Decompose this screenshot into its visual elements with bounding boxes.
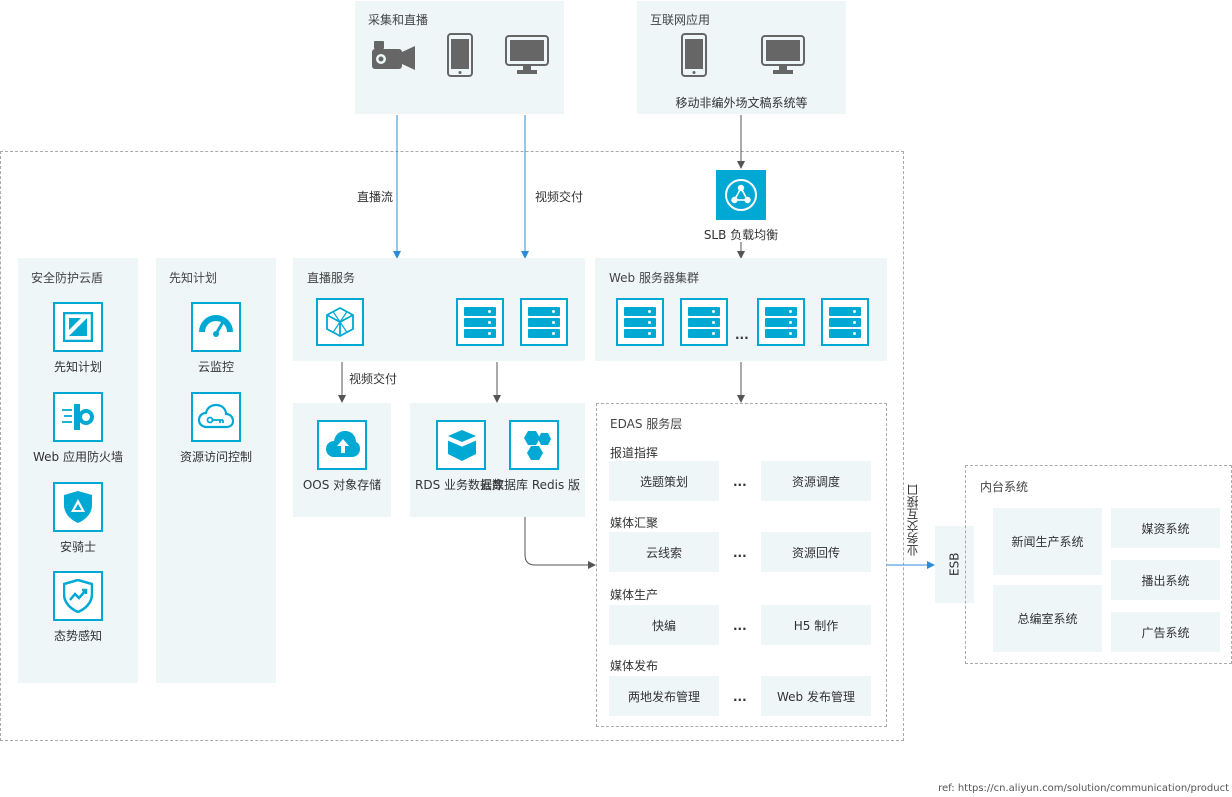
security-panel: 安全防护云盾 先知计划 Web 应用防火墙 安骑士 bbox=[18, 258, 138, 683]
oos-label: OOS 对象存储 bbox=[302, 478, 382, 492]
web-cluster-title: Web 服务器集群 bbox=[609, 271, 699, 285]
video-delivery-label: 视频交付 bbox=[535, 190, 584, 204]
mobile-phone-icon bbox=[447, 33, 473, 77]
edas-ellipsis: ... bbox=[733, 619, 747, 633]
edas-item-left: 云线索 bbox=[609, 532, 719, 572]
internal-system: 新闻生产系统 bbox=[993, 508, 1102, 575]
rds-label: RDS 业务数据库 bbox=[415, 478, 505, 492]
security-item-label: 安骑士 bbox=[59, 540, 96, 554]
edas-panel: EDAS 服务层 报道指挥 选题策划 ... 资源调度 媒体汇聚 云线索 ...… bbox=[596, 403, 887, 727]
video-camera-icon bbox=[372, 41, 415, 70]
edas-ellipsis: ... bbox=[733, 546, 747, 560]
security-title: 安全防护云盾 bbox=[31, 271, 104, 285]
web-cluster-panel: Web 服务器集群 ... bbox=[595, 258, 887, 361]
edas-group-title: 媒体汇聚 bbox=[610, 516, 659, 530]
internal-system: 媒资系统 bbox=[1111, 508, 1220, 548]
cloud-key-icon bbox=[191, 392, 241, 442]
desktop-monitor-icon bbox=[761, 35, 805, 74]
gauge-icon bbox=[191, 302, 241, 352]
xianzhi-panel: 先知计划 云监控 资源访问控制 bbox=[156, 258, 276, 683]
server-icon bbox=[520, 298, 568, 346]
edas-title: EDAS 服务层 bbox=[610, 417, 683, 431]
firewall-icon bbox=[53, 392, 103, 442]
edas-item-right: 资源回传 bbox=[761, 532, 871, 572]
arrow-db-to-edas bbox=[524, 517, 596, 569]
edas-item-left: 选题策划 bbox=[609, 461, 719, 501]
edas-item-right: Web 发布管理 bbox=[761, 676, 871, 716]
edas-item-left: 两地发布管理 bbox=[609, 676, 719, 716]
edas-item-right: H5 制作 bbox=[761, 605, 871, 645]
web-cluster-ellipsis: ... bbox=[735, 328, 749, 342]
security-item-label: 先知计划 bbox=[53, 360, 102, 374]
cloud-boundary bbox=[0, 151, 904, 741]
mobile-phone-icon bbox=[681, 33, 707, 77]
edas-ellipsis: ... bbox=[733, 475, 747, 489]
redis-label: 云数据库 Redis 版 bbox=[480, 478, 581, 492]
desktop-monitor-icon bbox=[505, 35, 549, 74]
internet-title: 互联网应用 bbox=[650, 13, 711, 27]
slb-label: SLB 负载均衡 bbox=[703, 228, 779, 242]
slash-square-icon bbox=[53, 302, 103, 352]
db-panel: RDS 业务数据库 云数据库 Redis 版 bbox=[410, 403, 585, 517]
internal-system: 总编室系统 bbox=[993, 585, 1102, 652]
server-icon bbox=[616, 298, 664, 346]
reference-text: ref: https://cn.aliyun.com/solution/comm… bbox=[938, 783, 1229, 794]
business-interface-label: 业务交互接口 bbox=[906, 484, 920, 556]
database-icon bbox=[436, 420, 486, 470]
server-icon bbox=[821, 298, 869, 346]
edas-item-left: 快编 bbox=[609, 605, 719, 645]
internal-title: 内台系统 bbox=[980, 480, 1029, 494]
server-icon bbox=[757, 298, 805, 346]
live-service-panel: 直播服务 bbox=[293, 258, 585, 361]
internal-system: 广告系统 bbox=[1111, 612, 1220, 652]
live-service-title: 直播服务 bbox=[307, 271, 356, 285]
cloud-upload-icon bbox=[317, 420, 367, 470]
edas-group-title: 报道指挥 bbox=[610, 446, 659, 460]
capture-title: 采集和直播 bbox=[368, 13, 429, 27]
xianzhi-item-label: 云监控 bbox=[197, 360, 234, 374]
oos-panel: OOS 对象存储 bbox=[293, 403, 391, 517]
edas-group-title: 媒体发布 bbox=[610, 659, 659, 673]
esb-box: ESB bbox=[935, 526, 974, 603]
xianzhi-title: 先知计划 bbox=[169, 271, 218, 285]
shield-trend-icon bbox=[53, 571, 103, 621]
shield-icon bbox=[53, 482, 103, 532]
internal-panel: 内台系统 新闻生产系统 总编室系统 媒资系统 播出系统 广告系统 bbox=[965, 465, 1232, 664]
xianzhi-item-label: 资源访问控制 bbox=[179, 450, 252, 464]
internet-caption: 移动非编外场文稿系统等 bbox=[675, 96, 808, 110]
server-icon bbox=[680, 298, 728, 346]
security-item-label: Web 应用防火墙 bbox=[33, 450, 123, 464]
live-stream-label: 直播流 bbox=[357, 190, 394, 204]
edas-group-title: 媒体生产 bbox=[610, 588, 659, 602]
edas-item-right: 资源调度 bbox=[761, 461, 871, 501]
edas-ellipsis: ... bbox=[733, 690, 747, 704]
redis-icon bbox=[509, 420, 559, 470]
internal-system: 播出系统 bbox=[1111, 560, 1220, 600]
capture-panel: 采集和直播 bbox=[355, 1, 564, 114]
cube-icon bbox=[316, 298, 364, 346]
video-delivery-label: 视频交付 bbox=[349, 372, 398, 386]
internet-panel: 互联网应用 移动非编外场文稿系统等 bbox=[637, 1, 846, 114]
slb-icon bbox=[716, 170, 766, 220]
server-icon bbox=[456, 298, 504, 346]
security-item-label: 态势感知 bbox=[53, 629, 102, 643]
